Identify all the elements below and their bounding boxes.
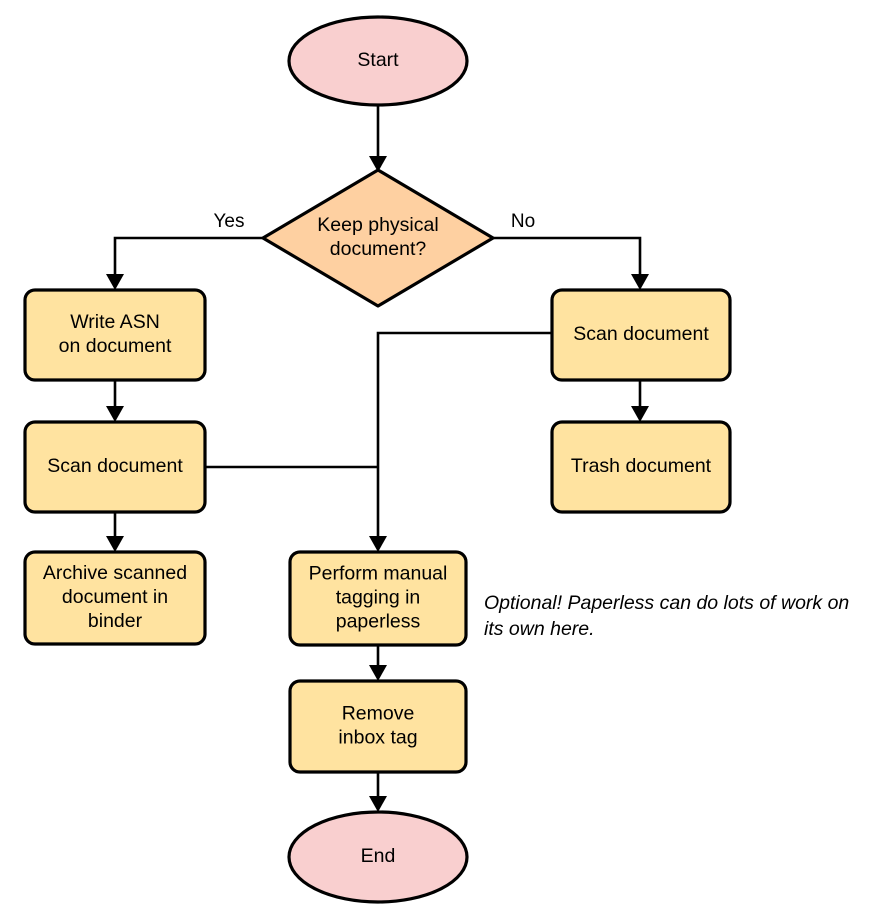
node-label-end: End [361,845,396,867]
node-start[interactable]: Start [287,15,469,107]
arrowhead-icon [106,536,124,552]
process-box[interactable] [23,420,207,514]
process-box[interactable] [288,679,468,774]
edge-label-decision-to-scan-right: No [511,211,535,232]
node-label-archive: binder [88,610,143,632]
arrowhead-icon [369,665,387,681]
edge-decision-to-write-asn: Yes [106,211,263,290]
arrowhead-icon [631,406,649,422]
edge-line [113,236,263,284]
process-box[interactable] [288,550,468,647]
node-label-tagging: paperless [336,611,421,633]
process-box[interactable] [23,550,207,646]
edge-line [492,236,642,284]
node-label-start: Start [357,49,399,71]
node-trash[interactable]: Trash document [550,420,732,514]
edge-decision-to-scan-right: No [492,211,649,290]
annotations-layer: Optional! Paperless can do lots of work … [484,592,849,640]
node-label-decision: Keep physical [317,214,438,236]
edge-scan-right-to-trash [631,380,649,422]
node-label-tagging: tagging in [336,587,421,609]
node-label-remove-inbox: Remove [342,703,415,725]
node-label-scan-right: Scan document [573,323,709,345]
arrowhead-icon [631,274,649,290]
node-scan-left[interactable]: Scan document [23,420,207,514]
decision-diamond[interactable] [261,168,495,308]
arrowhead-icon [369,536,387,552]
annotation-optional-note: Optional! Paperless can do lots of work … [484,592,849,640]
process-box[interactable] [550,288,732,382]
process-box[interactable] [23,288,207,382]
edges-layer: Yes No [106,105,649,812]
edge-start-to-decision [369,105,387,172]
process-box[interactable] [550,420,732,514]
arrowhead-icon [106,274,124,290]
edge-remove-inbox-to-end [369,772,387,812]
node-label-write-asn: on document [59,335,172,357]
annotation-line: its own here. [484,618,595,640]
node-label-scan-left: Scan document [47,455,183,477]
edge-label-decision-to-write-asn: Yes [214,211,245,232]
terminal-ellipse[interactable] [287,15,469,107]
edge-scan-right-to-tagging [369,331,552,552]
node-label-trash: Trash document [571,455,712,477]
node-label-tagging: Perform manual [309,563,448,585]
node-label-decision: document? [330,238,427,260]
node-end[interactable]: End [287,810,469,904]
node-label-remove-inbox: inbox tag [338,727,417,749]
node-label-archive: document in [62,586,168,608]
arrowhead-icon [106,406,124,422]
node-label-archive: Archive scanned [43,562,187,584]
node-scan-right[interactable]: Scan document [550,288,732,382]
edge-scan-left-to-archive [106,512,124,552]
node-label-write-asn: Write ASN [70,311,160,333]
edge-line [376,331,552,546]
annotation-line: Optional! Paperless can do lots of work … [484,592,849,614]
terminal-ellipse[interactable] [287,810,469,904]
arrowhead-icon [369,156,387,172]
edge-tagging-to-remove-inbox [369,645,387,681]
edge-write-asn-to-scan-left [106,380,124,422]
arrowhead-icon [369,796,387,812]
